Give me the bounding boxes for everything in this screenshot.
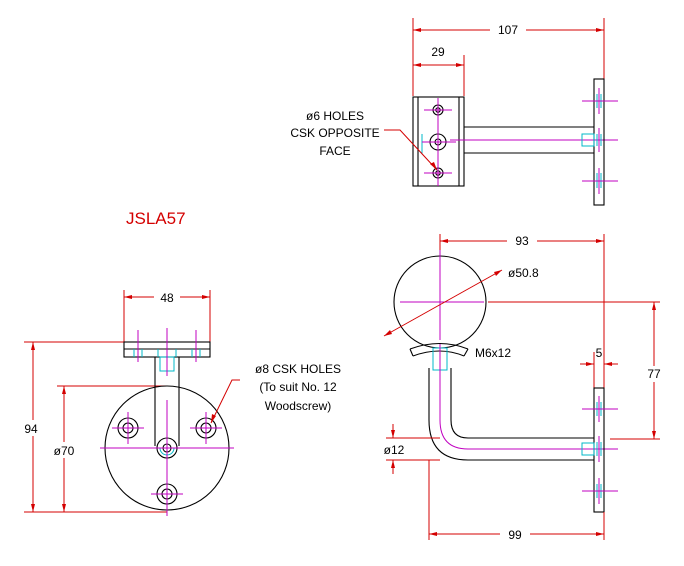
part-number: JSLA57	[126, 209, 186, 228]
side-dim-50-8: ø50.8	[383, 266, 539, 337]
note-8mm-holes: ø8 CSK HOLES (To suit No. 12 Woodscrew)	[210, 362, 341, 424]
dim-94-label: 94	[24, 422, 38, 436]
side-dim-99: 99	[428, 460, 605, 542]
top-view: 107 29	[290, 18, 618, 206]
dim-50-8-label: ø50.8	[508, 266, 539, 280]
dim-77-label: 77	[647, 367, 661, 381]
svg-text:FACE: FACE	[319, 144, 350, 158]
front-view: 48 94 ø70	[20, 290, 341, 516]
dim-107-label: 107	[498, 23, 518, 37]
svg-text:Woodscrew): Woodscrew)	[265, 399, 331, 413]
dim-99-label: 99	[508, 528, 522, 542]
note-6mm-holes: ø6 HOLES CSK OPPOSITE FACE	[290, 109, 438, 171]
bracket-bar	[428, 368, 594, 461]
side-dim-93: 93	[439, 233, 605, 390]
side-dim-77: 77	[488, 301, 666, 440]
side-dim-5: 5	[580, 346, 618, 388]
top-dim-107: 107	[412, 18, 605, 96]
dim-48-label: 48	[160, 291, 174, 305]
svg-text:ø8 CSK HOLES: ø8 CSK HOLES	[255, 362, 341, 376]
svg-text:CSK OPPOSITE: CSK OPPOSITE	[290, 126, 379, 140]
top-dim-29: 29	[413, 45, 465, 96]
side-dim-12: ø12	[380, 424, 440, 474]
side-view: 93 ø50.8 M6x12 77	[380, 233, 666, 542]
top-holes	[422, 98, 456, 186]
front-dim-94: 94	[20, 341, 167, 513]
thread-label: M6x12	[475, 346, 511, 360]
svg-text:(To suit No. 12: (To suit No. 12	[259, 380, 337, 394]
dim-12-label: ø12	[384, 443, 405, 457]
dim-5-label: 5	[596, 346, 603, 360]
front-dim-70: ø70	[50, 385, 167, 512]
svg-text:ø6 HOLES: ø6 HOLES	[306, 109, 364, 123]
front-dim-48: 48	[123, 290, 211, 342]
dim-29-label: 29	[431, 45, 445, 59]
dim-70-label: ø70	[54, 444, 75, 458]
dim-93-label: 93	[515, 234, 529, 248]
